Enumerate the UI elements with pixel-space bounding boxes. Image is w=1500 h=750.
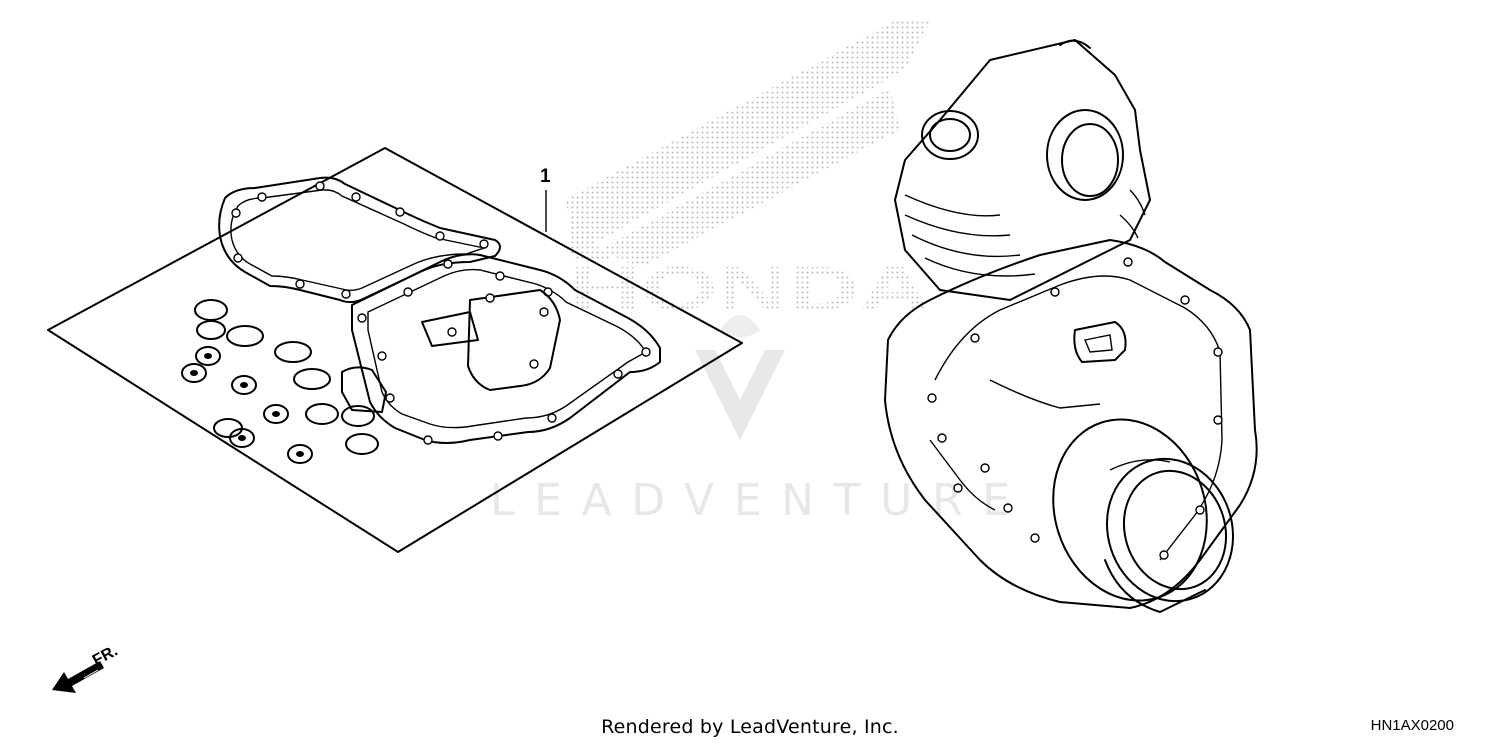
oil-seals <box>181 346 313 464</box>
front-direction-indicator: FR. <box>52 642 121 693</box>
honda-watermark-text: HONDA <box>570 255 930 324</box>
o-rings <box>194 299 379 455</box>
rendered-by-credit: Rendered by LeadVenture, Inc. <box>601 716 899 738</box>
callout-number: 1 <box>540 166 551 187</box>
leadventure-watermark-text: LEADVENTURE <box>490 475 1010 526</box>
honda-wing-watermark: HONDA <box>565 18 930 324</box>
callout-1[interactable]: 1 <box>540 166 551 232</box>
engine-illustration <box>884 39 1258 613</box>
diagram-code: HN1AX0200 <box>1370 717 1454 734</box>
gasket-kit-sheet <box>47 147 743 553</box>
